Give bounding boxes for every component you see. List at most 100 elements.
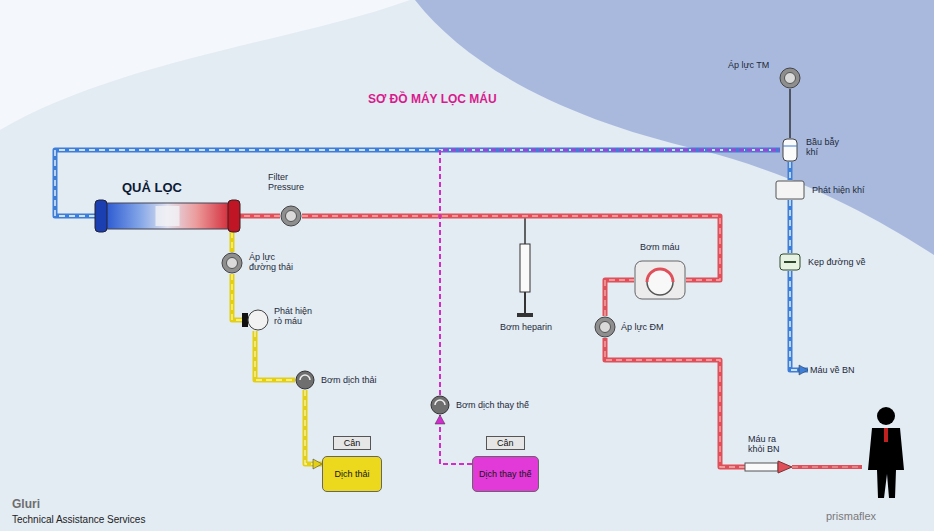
- clamp-node: Kẹp đường về: [779, 253, 801, 271]
- tube-line: [305, 390, 322, 464]
- gauge-symbol: [280, 205, 302, 227]
- blue-tube: [790, 271, 808, 375]
- leak-node: Phát hiện rò máu: [242, 309, 268, 331]
- yellow-tube: [232, 232, 233, 252]
- gauge-ring: [281, 206, 301, 226]
- clamp-body: [780, 254, 800, 270]
- tube-shine: [790, 271, 808, 370]
- syringe-barrel: [520, 244, 530, 292]
- part-label: Bơm dịch thay thế: [456, 400, 529, 410]
- syringe-node: Bơm heparin: [517, 236, 533, 318]
- yellow-tube: [305, 390, 322, 469]
- part-label: Áp lực ĐM: [621, 322, 664, 332]
- bag-node: CânDịch thải: [322, 436, 382, 492]
- part-label: Bơm dịch thải: [321, 375, 376, 385]
- spump-symbol: [295, 370, 315, 390]
- pump-rotor: [647, 269, 673, 295]
- trap-node: Bầu bẫy khí: [780, 138, 800, 162]
- pump-ring: [296, 371, 314, 389]
- clamp-symbol: [779, 253, 801, 271]
- gauge-symbol: [779, 67, 801, 89]
- yellow-tube: [232, 274, 242, 320]
- blue-tube: [790, 200, 791, 253]
- arrow-head: [313, 459, 322, 469]
- part-label: Phát hiện rò máu: [274, 306, 322, 327]
- gauge-face: [286, 211, 297, 222]
- leak-sensor: [242, 313, 248, 327]
- trap-symbol: [780, 138, 800, 162]
- gauge-ring: [595, 317, 615, 337]
- gauge-node: Áp lực đường thải: [221, 252, 243, 274]
- spump-node: Bơm dịch thay thế: [430, 395, 450, 415]
- tube-shine: [305, 390, 322, 464]
- detector-body: [776, 181, 804, 199]
- filter-band: [156, 206, 180, 226]
- yellow-tube: [255, 331, 295, 380]
- tube-line: [789, 89, 791, 138]
- arrow-head: [435, 415, 445, 424]
- gauge-face: [600, 322, 611, 333]
- dark-tube: [302, 216, 525, 236]
- bag-node: CânDịch thay thế: [472, 436, 539, 492]
- part-label: Kẹp đường về: [808, 257, 865, 267]
- gauge-ring: [222, 253, 242, 273]
- luer-node: Máu ra khỏi BN: [745, 460, 792, 474]
- tube-line: [230, 232, 235, 252]
- footer-text: Technical Assistance Services: [12, 514, 145, 525]
- arrow-head: [799, 365, 808, 375]
- spump-node: Bơm dịch thải: [295, 370, 315, 390]
- part-label: Bầu bẫy khí: [806, 137, 850, 158]
- dark-tube: [790, 89, 791, 138]
- bag-label: Dịch thay thế: [472, 456, 539, 492]
- pump-housing: [635, 261, 685, 299]
- tube-shine: [605, 280, 634, 316]
- gauge-face: [227, 258, 238, 269]
- gauge-node: Áp lực TM: [779, 67, 801, 89]
- bag-label: Dịch thải: [322, 456, 382, 492]
- tube-line: [302, 216, 525, 236]
- connector-tip: [778, 461, 792, 473]
- part-label: Bơm máu: [640, 242, 679, 252]
- bpump-node: Bơm máu: [634, 260, 686, 300]
- tube-shine: [231, 232, 232, 252]
- gauge-ring: [780, 68, 800, 88]
- gauge-node: Filter Pressure: [280, 205, 302, 227]
- flow-label: Máu về BN: [808, 364, 857, 376]
- leak-symbol: [242, 309, 268, 331]
- clamp-jaw: [784, 261, 796, 263]
- part-label: Máu ra khỏi BN: [748, 434, 794, 455]
- gauge-symbol: [594, 316, 616, 338]
- tube-line: [240, 214, 280, 219]
- part-label: Áp lực TM: [728, 60, 769, 70]
- tube-shine: [789, 200, 790, 253]
- filter-node: QUẢ LỌC: [95, 200, 240, 232]
- light-area: [0, 0, 410, 130]
- tube-line: [440, 150, 780, 395]
- filter-label: QUẢ LỌC: [122, 181, 182, 196]
- red-tube: [605, 280, 634, 316]
- connector-body: [745, 463, 778, 471]
- part-label: Bơm heparin: [500, 322, 552, 332]
- filter-body: [101, 203, 234, 229]
- gauge-face: [785, 73, 796, 84]
- tube-shine: [232, 274, 242, 320]
- pump-rotor: [300, 375, 310, 380]
- part-label: Phát hiện khí: [812, 185, 865, 195]
- bpump-symbol: [634, 260, 686, 300]
- tube-shine: [255, 331, 295, 380]
- tube-line: [232, 274, 242, 320]
- pump-ring: [431, 396, 449, 414]
- tube-line: [605, 338, 745, 467]
- leak-chamber: [248, 310, 268, 330]
- footer-text: Gluri: [12, 497, 40, 511]
- tube-shine: [240, 215, 280, 216]
- footer-text: prismaflex: [826, 510, 876, 522]
- filter-symbol: [95, 200, 240, 232]
- syringe-plunger: [524, 292, 526, 314]
- pump-tube: [647, 269, 673, 282]
- scale-label: Cân: [333, 436, 372, 450]
- trap-level: [783, 146, 797, 147]
- tube-line: [255, 331, 295, 380]
- part-label: Áp lực đường thải: [249, 252, 299, 273]
